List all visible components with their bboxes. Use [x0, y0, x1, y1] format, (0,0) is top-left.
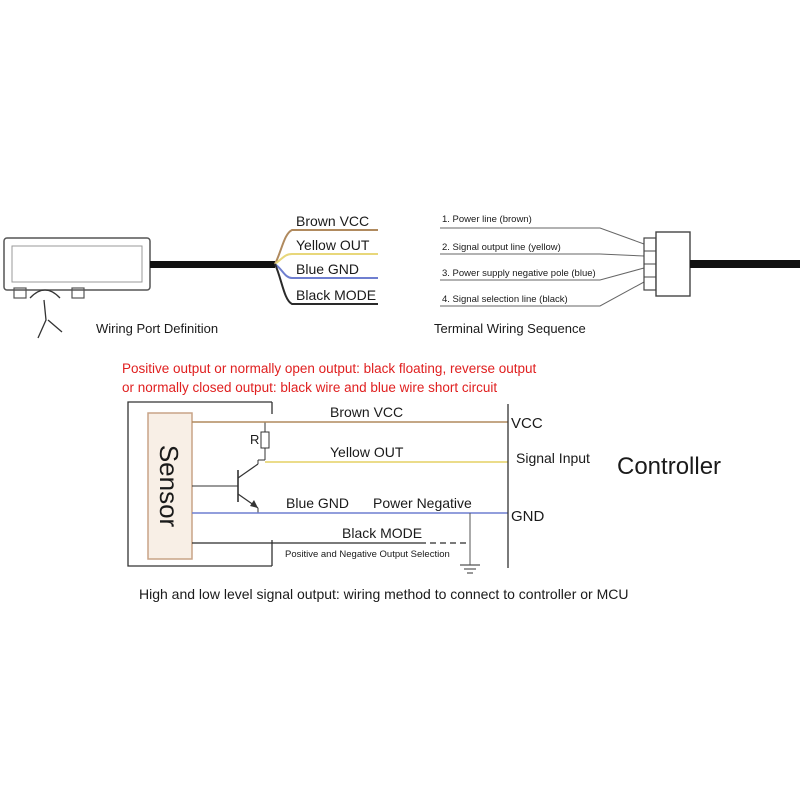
- wire-fan-left: [274, 229, 378, 305]
- controller-terminal-signal: Signal Input: [516, 450, 590, 466]
- wire-black: [274, 263, 378, 305]
- caption-signal-output: High and low level signal output: wiring…: [139, 586, 628, 602]
- sensor-bracket: [29, 289, 63, 339]
- wire-label-yellow: Yellow OUT: [296, 237, 370, 253]
- terminal-label-4: 4. Signal selection line (black): [442, 294, 568, 305]
- wire-label-brown: Brown VCC: [296, 213, 369, 229]
- notice-line-2: or normally closed output: black wire an…: [122, 380, 497, 395]
- notice-line-1: Positive output or normally open output:…: [122, 361, 536, 376]
- sensor-body-inner: [11, 245, 143, 283]
- transistor-arrow: [250, 500, 258, 508]
- terminal-label-1: 1. Power line (brown): [442, 214, 532, 225]
- terminal-labels: 1. Power line (brown) 2. Signal output l…: [442, 214, 596, 305]
- terminal-label-2: 2. Signal output line (yellow): [442, 242, 561, 253]
- schem-label-brown: Brown VCC: [330, 404, 403, 420]
- resistor: [260, 431, 270, 449]
- sensor-label: Sensor: [154, 445, 184, 528]
- caption-wiring-port: Wiring Port Definition: [96, 321, 218, 336]
- resistor-label: R: [250, 432, 259, 447]
- controller-label: Controller: [617, 453, 721, 480]
- sensor-enclosure: [127, 401, 272, 567]
- caption-terminal-sequence: Terminal Wiring Sequence: [434, 321, 586, 336]
- wire-label-black: Black MODE: [296, 287, 376, 303]
- wire-blue: [274, 263, 378, 279]
- controller-block: VCC Signal Input GND Controller: [507, 404, 721, 568]
- schem-label-yellow: Yellow OUT: [330, 444, 404, 460]
- connector-plug: [643, 231, 800, 297]
- cable-left: [150, 261, 275, 268]
- schematic-wire-labels: Brown VCC Yellow OUT Blue GND Power Nega…: [285, 404, 472, 560]
- wire-label-blue: Blue GND: [296, 261, 359, 277]
- sensor-mount-right: [71, 287, 85, 299]
- terminal-label-3: 3. Power supply negative pole (blue): [442, 268, 596, 279]
- controller-terminal-vcc: VCC: [511, 415, 543, 432]
- sensor-device-illustration: [3, 237, 275, 339]
- controller-terminal-gnd: GND: [511, 508, 545, 525]
- schem-label-power-negative: Power Negative: [373, 495, 472, 511]
- schem-label-blue: Blue GND: [286, 495, 349, 511]
- wire-yellow: [274, 253, 378, 265]
- transistor-collector: [237, 463, 259, 479]
- schem-label-black: Black MODE: [342, 525, 422, 541]
- sensor-block: [147, 412, 193, 560]
- schem-label-selection: Positive and Negative Output Selection: [285, 549, 450, 560]
- terminal-wire-2: [440, 253, 645, 257]
- terminal-wire-4: [440, 281, 645, 307]
- terminal-wire-3: [440, 267, 645, 281]
- terminal-wires: [440, 227, 645, 307]
- wire-brown: [274, 229, 378, 265]
- schematic-wires: [192, 421, 508, 574]
- cable-right: [690, 260, 800, 268]
- sensor-schematic: Sensor R: [127, 401, 273, 567]
- terminal-wire-1: [440, 227, 645, 245]
- connector-housing: [655, 231, 691, 297]
- wire-labels-left: Brown VCC Yellow OUT Blue GND Black MODE: [296, 213, 376, 303]
- sensor-mount-left: [13, 287, 27, 299]
